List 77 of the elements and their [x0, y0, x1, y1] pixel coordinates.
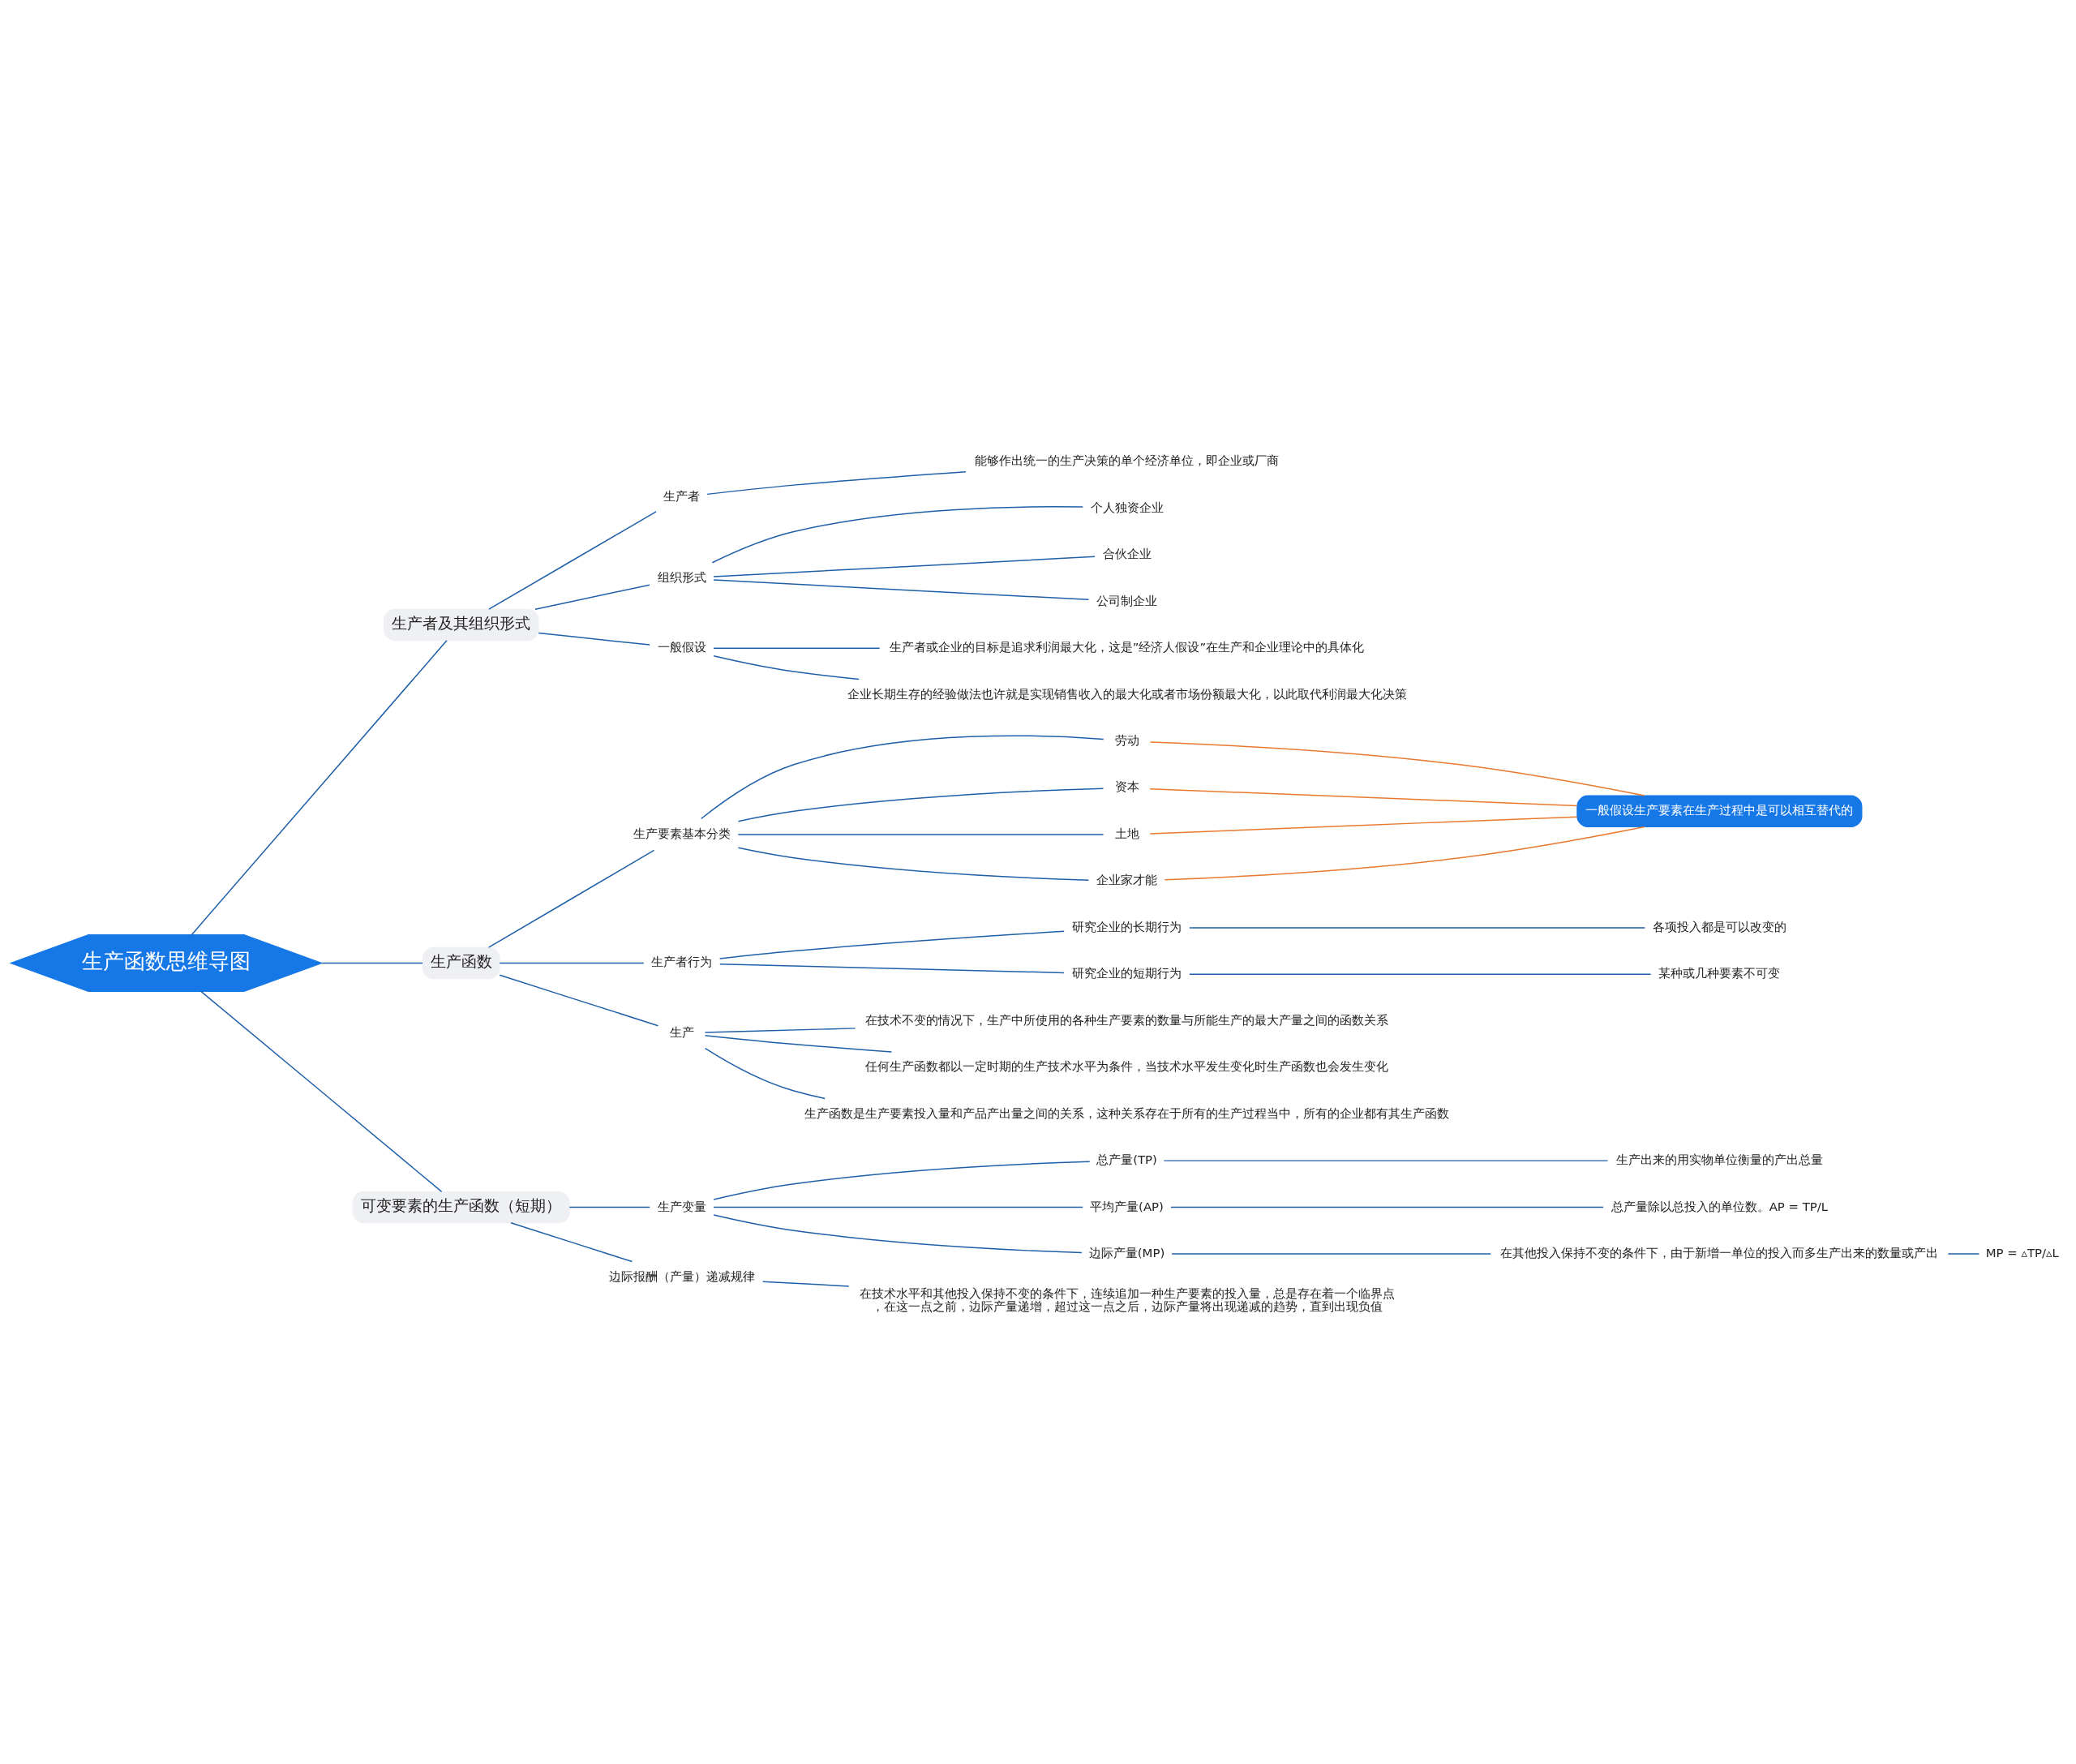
node-text: 生产者	[663, 488, 701, 504]
connector	[761, 1281, 850, 1287]
connector	[713, 655, 860, 680]
node-text: 生产出来的用实物单位衡量的产出总量	[1615, 1152, 1823, 1168]
node-box: 可变要素的生产函数（短期）	[352, 1191, 570, 1224]
node-text: 生产者行为	[651, 955, 713, 970]
node-text: 资本	[1114, 779, 1139, 795]
connector	[534, 584, 650, 610]
node-text: 各项投入都是可以改变的	[1652, 919, 1786, 934]
node-text: 合伙企业	[1102, 547, 1152, 562]
connector	[1149, 741, 1645, 796]
node-text: 在其他投入保持不变的条件下，由于新增一单位的投入而多生产出来的数量或产出	[1500, 1245, 1939, 1260]
connector	[718, 930, 1065, 959]
node-box: 生产函数	[422, 946, 500, 980]
connector	[704, 1035, 893, 1053]
connector	[1164, 826, 1645, 881]
node-text: 边际报酬（产量）递减规律	[608, 1268, 755, 1284]
node-text: 在技术水平和其他投入保持不变的条件下，连续追加一种生产要素的投入量，总是存在着一个临界点，在这一点之前，边际产量递增，超过这一点之后，边际产量将出现递减的趋势，直到出现负值	[859, 1286, 1395, 1315]
node-text: 某种或几种要素不可变	[1658, 966, 1781, 981]
node-text: 总产量除以总投入的单位数。AP = TP/L	[1611, 1199, 1829, 1214]
node-text: 研究企业的短期行为	[1072, 966, 1182, 981]
node-text: 生产要素基本分类	[633, 826, 731, 841]
connector	[713, 1206, 1083, 1208]
connector	[713, 556, 1096, 577]
connector	[1149, 816, 1578, 835]
node-text: 公司制企业	[1096, 593, 1158, 608]
connector	[737, 847, 1090, 881]
connector	[719, 963, 1065, 974]
connector	[200, 990, 443, 1193]
connector	[321, 962, 423, 964]
connector	[700, 735, 1104, 820]
node-text: 在技术不变的情况下，生产中所使用的各种生产要素的数量与所能生产的最大产量之间的函数关系	[865, 1012, 1389, 1028]
node-text: 生产者或企业的目标是追求利润最大化，这是”经济人假设”在生产和企业理论中的具体化	[889, 640, 1365, 655]
connector	[704, 1028, 856, 1033]
connector	[488, 511, 657, 610]
connector	[510, 1222, 633, 1263]
node-text: 生产变量	[657, 1199, 706, 1214]
node-text: 边际产量(MP)	[1088, 1245, 1165, 1260]
node-text: 土地	[1114, 826, 1139, 841]
connector	[1171, 1253, 1491, 1255]
node-text: 能够作出统一的生产决策的单个经济单位，即企业或厂商	[975, 453, 1280, 469]
connector	[713, 1161, 1091, 1200]
connector	[706, 471, 967, 496]
connector	[737, 834, 1104, 835]
connector	[711, 506, 1083, 564]
connector	[737, 788, 1104, 822]
node-text: 企业家才能	[1096, 873, 1158, 888]
node-box: 生产者及其组织形式	[384, 608, 539, 642]
connector	[499, 974, 659, 1027]
node-text: 生产	[669, 1024, 694, 1040]
node-text: 总产量(TP)	[1096, 1152, 1157, 1168]
node-text: 平均产量(AP)	[1090, 1199, 1164, 1214]
connector	[704, 1047, 826, 1100]
connector	[487, 849, 655, 948]
connector	[1149, 788, 1578, 807]
connector	[538, 632, 650, 646]
node-text: 企业长期生存的经验做法也许就是实现销售收入的最大化或者市场份额最大化，以此取代利润最大化决策	[847, 686, 1407, 702]
node-text: MP = ▵TP/▵L	[1985, 1245, 2059, 1260]
connector	[713, 1214, 1083, 1254]
connector	[1947, 1253, 1980, 1255]
node-box: 一般假设生产要素在生产过程中是可以相互替代的	[1576, 795, 1863, 827]
node-text: 研究企业的长期行为	[1072, 919, 1182, 934]
connector	[713, 647, 881, 649]
node-text: 生产函数是生产要素投入量和产品产出量之间的关系，这种关系存在于所有的生产过程当中，所有的企业都有其生产函数	[804, 1105, 1450, 1121]
connector	[1189, 927, 1646, 929]
connector	[499, 962, 645, 964]
connector	[191, 640, 448, 936]
connector	[1189, 973, 1652, 976]
connector	[568, 1206, 650, 1208]
node-text: 组织形式	[657, 569, 706, 585]
connector	[1170, 1206, 1604, 1208]
node-text: 任何生产函数都以一定时期的生产技术水平为条件，当技术水平发生变化时生产函数也会发生变化	[865, 1059, 1389, 1075]
node-text: 个人独资企业	[1090, 500, 1164, 515]
connector	[1163, 1160, 1609, 1161]
connector	[713, 579, 1090, 601]
node-text: 一般假设	[657, 640, 706, 655]
node-text: 劳动	[1114, 733, 1139, 749]
